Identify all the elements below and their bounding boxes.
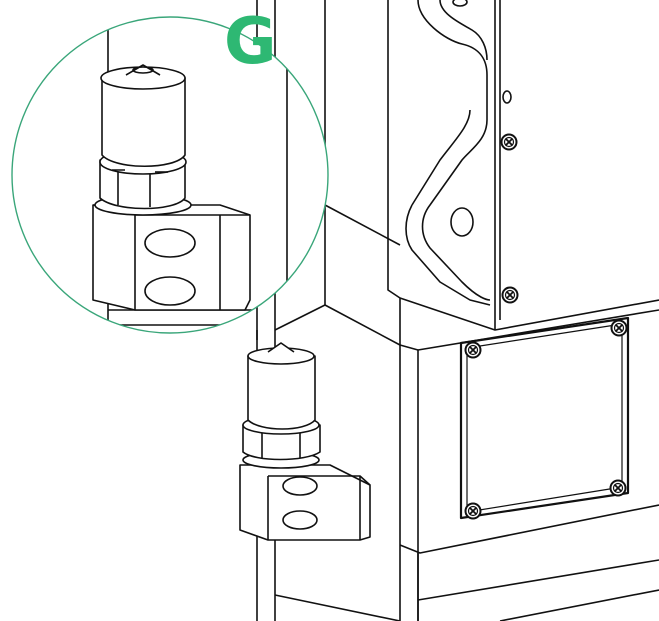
magnifier-ring [11, 16, 329, 334]
magnifier-view [11, 16, 329, 334]
access-panel [459, 316, 630, 520]
hex-fitting-icon [239, 342, 371, 541]
machine-body [256, 0, 659, 621]
